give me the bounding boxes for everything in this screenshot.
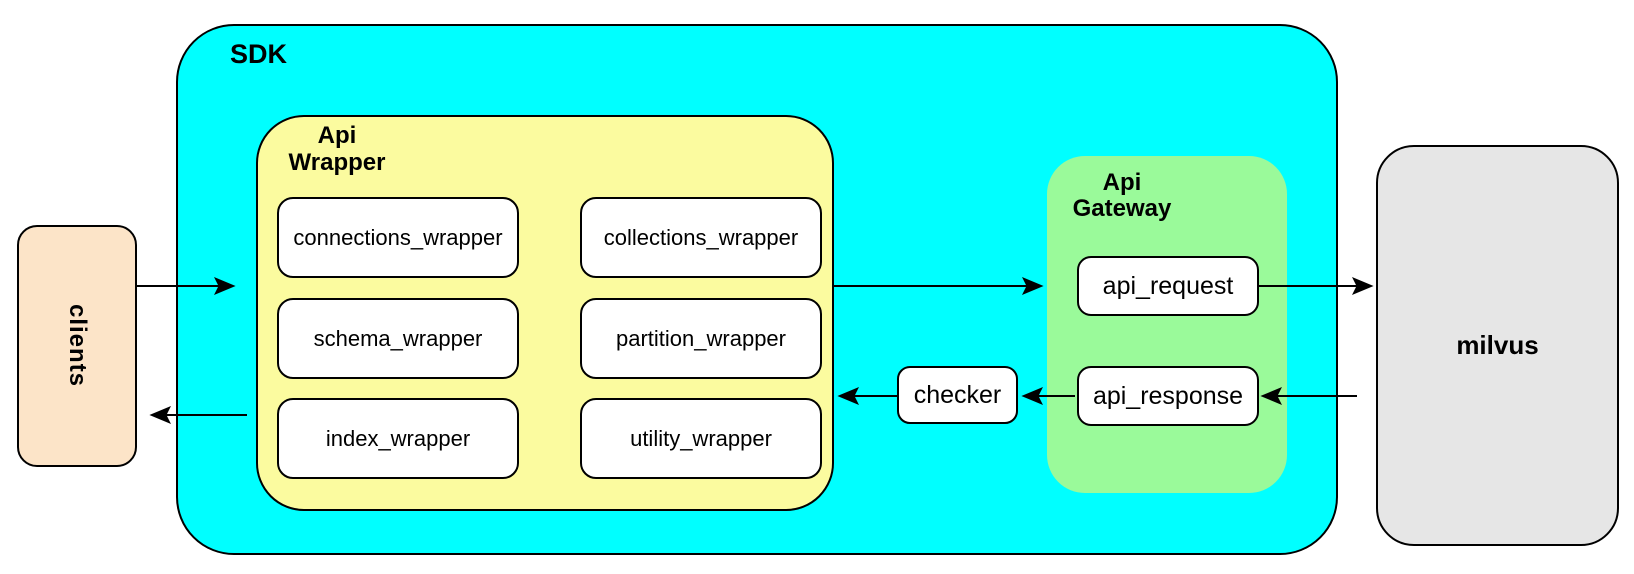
- api-wrapper-container: Api Wrapper connections_wrapper collecti…: [256, 115, 834, 511]
- api-gateway-container: Api Gateway api_request api_response: [1047, 156, 1287, 493]
- clients-node: clients: [17, 225, 137, 467]
- api-wrapper-label: Api Wrapper: [288, 122, 386, 176]
- api-request-node: api_request: [1077, 256, 1259, 316]
- api-response-node: api_response: [1077, 366, 1259, 426]
- api-gateway-label: Api Gateway: [1072, 169, 1172, 222]
- sdk-label: SDK: [230, 39, 288, 69]
- utility-wrapper-node: utility_wrapper: [580, 398, 822, 479]
- milvus-label: milvus: [1456, 330, 1539, 360]
- clients-label: clients: [64, 304, 91, 388]
- milvus-node: milvus: [1376, 145, 1619, 546]
- connections-wrapper-node: connections_wrapper: [277, 197, 519, 278]
- checker-node: checker: [897, 366, 1018, 424]
- index-wrapper-node: index_wrapper: [277, 398, 519, 479]
- schema-wrapper-node: schema_wrapper: [277, 298, 519, 379]
- collections-wrapper-node: collections_wrapper: [580, 197, 822, 278]
- partition-wrapper-node: partition_wrapper: [580, 298, 822, 379]
